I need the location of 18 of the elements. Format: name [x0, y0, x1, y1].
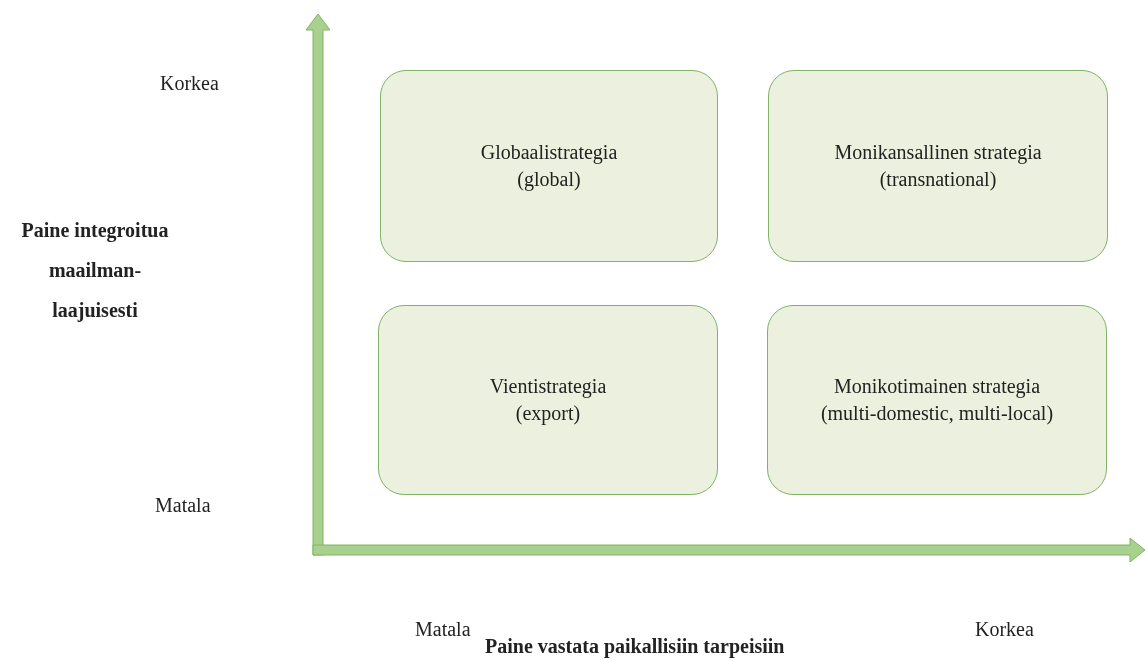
strategy-label: Globaalistrategia: [480, 140, 618, 166]
strategy-box: [768, 70, 1108, 262]
strategy-label: Vientistrategia: [489, 374, 607, 400]
strategy-box: [380, 70, 718, 262]
axis-level-label: Korkea: [975, 618, 1034, 641]
axis-level-label: Matala: [415, 618, 471, 641]
axis-title: Paine integroitua maailman-laajuisesti: [20, 218, 170, 324]
axis-level-label: Matala: [155, 494, 211, 517]
strategy-label: (export): [515, 401, 581, 427]
strategy-label: (multi-domestic, multi-local): [820, 401, 1054, 427]
strategy-label: Monikansallinen strategia: [834, 140, 1042, 166]
strategy-label: (global): [517, 167, 581, 193]
axis-level-label: Korkea: [160, 72, 219, 95]
strategy-box: [767, 305, 1107, 495]
strategy-label: Monikotimainen strategia: [833, 374, 1041, 400]
axis-title: Paine vastata paikallisiin tarpeisiin: [485, 635, 785, 658]
strategy-box: [378, 305, 718, 495]
strategy-label: (transnational): [879, 167, 997, 193]
